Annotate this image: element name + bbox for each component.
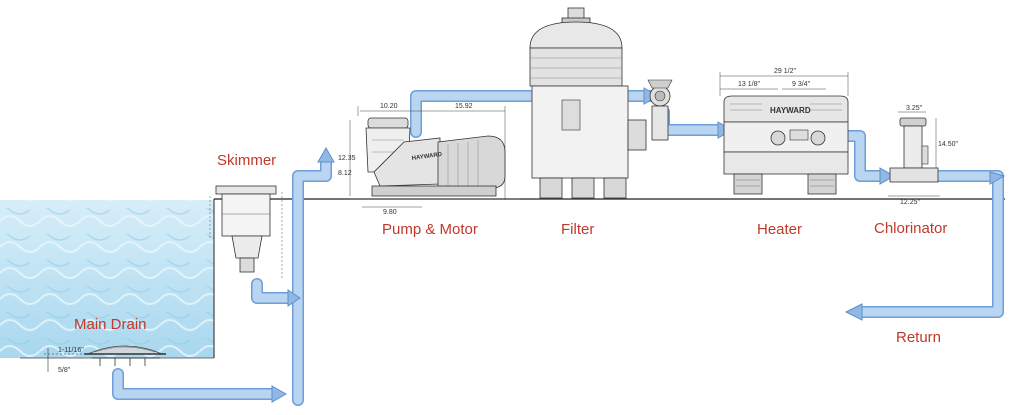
chlor-dim-height: 14.50" <box>938 141 959 148</box>
label-skimmer: Skimmer <box>217 152 277 169</box>
label-filter: Filter <box>561 221 595 238</box>
skimmer <box>209 185 283 278</box>
chlor-dim-top: 3.25" <box>906 105 923 112</box>
label-chlorinator: Chlorinator <box>874 220 948 237</box>
arrow-up-to-pump <box>317 146 335 163</box>
arrow-drain-out <box>271 385 288 403</box>
heater: 29 1/2" 13 1/8" 9 3/4" HAYWARD <box>719 68 849 195</box>
heater-dim-right: 9 3/4" <box>792 81 811 88</box>
chlor-dim-bottom: 12.25" <box>900 199 921 206</box>
filter <box>529 7 673 199</box>
label-return: Return <box>896 329 942 346</box>
arrow-into-chlorinator <box>879 167 896 185</box>
label-pump-motor: Pump & Motor <box>382 221 478 238</box>
pump-dim-top-b: 15.92 <box>455 103 473 110</box>
drain-dim-b: 5/8" <box>58 367 71 374</box>
label-heater: Heater <box>757 221 803 238</box>
drain-dim-a: 1-11/16" <box>58 347 84 354</box>
heater-brand: HAYWARD <box>770 106 811 115</box>
pump-dim-top-a: 10.20 <box>380 103 398 110</box>
pump-motor: 10.20 15.92 12.35 8.12 9.80 HAYWARD <box>338 103 506 216</box>
label-main-drain: Main Drain <box>74 316 147 333</box>
pool-water <box>0 200 214 358</box>
arrow-down-return <box>989 171 1006 185</box>
pump-dim-height-a: 12.35 <box>338 155 356 162</box>
heater-dim-left: 13 1/8" <box>738 81 760 88</box>
heater-dim-overall: 29 1/2" <box>774 68 796 75</box>
arrow-skimmer-join <box>287 289 301 307</box>
pump-dim-height-b: 8.12 <box>338 170 352 177</box>
pump-brand: HAYWARD <box>411 152 443 162</box>
chlorinator: 3.25" 14.50" 12.25" <box>888 105 959 206</box>
main-drain: 1-11/16" 5/8" <box>44 345 166 374</box>
arrow-return-out <box>844 303 863 321</box>
pump-dim-bottom: 9.80 <box>383 209 397 216</box>
